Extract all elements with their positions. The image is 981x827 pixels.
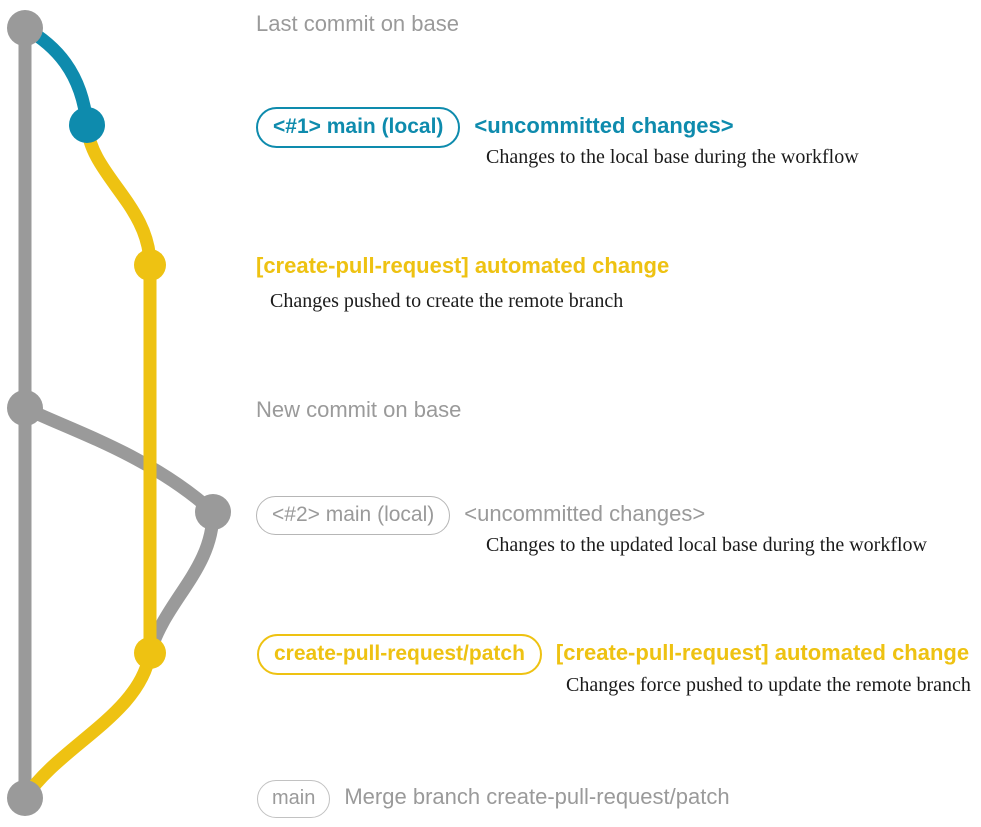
- commit-note-patch-2: Changes force pushed to update the remot…: [566, 674, 971, 696]
- commit-node-merge[interactable]: [7, 780, 43, 816]
- commit-subject-patch-2: [create-pull-request] automated change: [555, 640, 970, 665]
- edge-base2-to-local2: [18, 401, 220, 519]
- commit-note-row-patch-1: Changes pushed to create the remote bran…: [270, 291, 623, 311]
- commit-node-patch-2[interactable]: [134, 637, 166, 669]
- commit-node-base-1[interactable]: [7, 10, 43, 46]
- ref-badge-main-local-1[interactable]: <#1> main (local): [256, 107, 461, 148]
- edge-patch2-to-merge: [18, 646, 157, 805]
- commit-row-local-2: <#2> main (local) <uncommitted changes>: [256, 496, 705, 535]
- commit-row-new-commit: New commit on base: [256, 399, 461, 421]
- commit-row-local-1: <#1> main (local) <uncommitted changes>: [256, 107, 734, 148]
- ref-badge-main-local-2[interactable]: <#2> main (local): [256, 496, 451, 535]
- commit-note-local-2: Changes to the updated local base during…: [486, 534, 927, 556]
- ref-badge-create-pull-request-patch[interactable]: create-pull-request/patch: [257, 634, 542, 675]
- commit-subject-local-1: <uncommitted changes>: [474, 113, 734, 138]
- commit-note-patch-1: Changes pushed to create the remote bran…: [270, 290, 624, 312]
- ref-badge-main[interactable]: main: [257, 780, 331, 818]
- edge-local2-to-patch2: [143, 505, 220, 660]
- commit-subject-last-commit: Last commit on base: [256, 11, 459, 36]
- commit-node-patch-1[interactable]: [134, 249, 166, 281]
- commit-note-row-local-2: Changes to the updated local base during…: [486, 535, 927, 555]
- commit-row-patch-1: [create-pull-request] automated change: [256, 255, 669, 277]
- edge-local1-to-patch1: [80, 118, 157, 272]
- commit-note-row-local-1: Changes to the local base during the wor…: [486, 147, 859, 167]
- commit-row-merge: main Merge branch create-pull-request/pa…: [257, 780, 730, 818]
- commit-node-base-2[interactable]: [7, 390, 43, 426]
- commit-node-local-1[interactable]: [69, 107, 105, 143]
- commit-subject-merge: Merge branch create-pull-request/patch: [344, 784, 730, 809]
- commit-row-last-commit: Last commit on base: [256, 13, 459, 35]
- commit-subject-new-commit: New commit on base: [256, 397, 462, 422]
- commit-subject-local-2: <uncommitted changes>: [464, 501, 706, 526]
- commit-note-row-patch-2: Changes force pushed to update the remot…: [566, 675, 971, 695]
- commit-node-local-2[interactable]: [195, 494, 231, 530]
- commit-subject-patch-1: [create-pull-request] automated change: [256, 253, 670, 278]
- commit-note-local-1: Changes to the local base during the wor…: [486, 146, 859, 168]
- commit-row-patch-2: create-pull-request/patch [create-pull-r…: [257, 634, 969, 675]
